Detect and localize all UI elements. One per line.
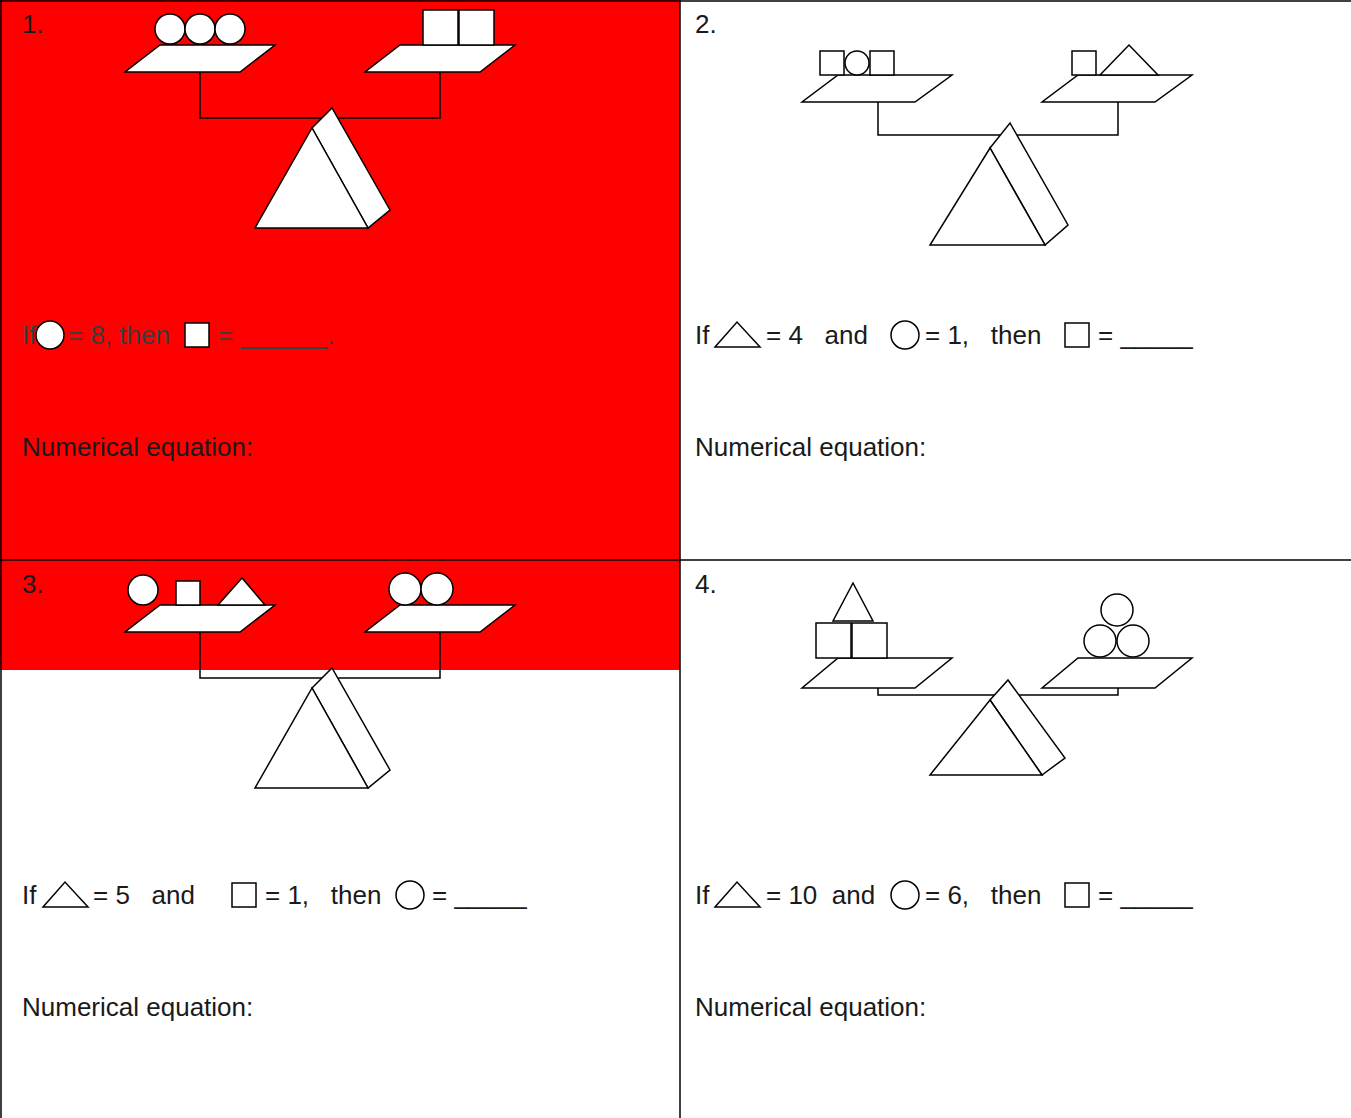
triangle-weight <box>1100 45 1158 75</box>
answer-blank: = _____ <box>1098 320 1193 350</box>
circle-weight <box>1117 625 1149 657</box>
prompt-text: = 4 and <box>766 320 868 350</box>
scale-pan <box>125 605 275 632</box>
question-number: 3. <box>22 569 44 599</box>
grid-line <box>0 559 1351 561</box>
highlight-band <box>0 0 680 670</box>
question-number: 2. <box>695 9 717 39</box>
square-symbol <box>232 883 256 907</box>
triangle-weight <box>218 578 265 605</box>
circle-symbol <box>396 881 424 909</box>
scale-pan <box>365 605 515 632</box>
square-weight <box>459 10 494 45</box>
equation-prompt: Numerical equation: <box>22 432 253 462</box>
balance-scale <box>802 583 1192 775</box>
circle-weight <box>845 51 869 75</box>
grid-line <box>679 0 681 1118</box>
equation-prompt: Numerical equation: <box>695 992 926 1022</box>
scale-pan <box>802 75 952 102</box>
balance-scale <box>125 573 515 788</box>
scale-pan <box>125 45 275 72</box>
scale-pan <box>802 658 952 688</box>
row-symbols <box>36 321 1089 909</box>
circle-symbol <box>891 881 919 909</box>
circle-weight <box>185 14 215 44</box>
balance-scale <box>125 10 515 228</box>
scale-pan <box>365 45 515 72</box>
answer-blank: = _____ <box>432 880 527 910</box>
square-symbol <box>185 323 209 347</box>
answer-blank: = _____ <box>1098 880 1193 910</box>
circle-weight <box>1084 625 1116 657</box>
balance-scale <box>802 45 1192 245</box>
prompt-text: If <box>695 880 709 910</box>
circle-weight <box>1101 594 1133 626</box>
scale-pan <box>1042 658 1192 688</box>
circle-weight <box>155 14 185 44</box>
fulcrum-front <box>930 148 1045 245</box>
scale-pan <box>1042 75 1192 102</box>
prompt-text: = 1, then <box>265 880 381 910</box>
circle-weight <box>421 573 453 605</box>
fulcrum-front <box>255 128 368 228</box>
triangle-symbol <box>715 322 760 347</box>
square-weight <box>423 10 458 45</box>
grid-line <box>0 0 2 1118</box>
triangle-weight <box>833 583 873 621</box>
square-weight <box>852 623 887 658</box>
prompt-text: If <box>22 320 36 350</box>
question-number: 4. <box>695 569 717 599</box>
circle-weight <box>215 14 245 44</box>
equation-prompt: Numerical equation: <box>695 432 926 462</box>
square-weight <box>870 51 894 75</box>
prompt-text: = 6, then <box>925 880 1041 910</box>
scale-beam <box>878 102 1118 135</box>
circle-symbol <box>36 321 64 349</box>
prompt-text: = 10 and <box>766 880 875 910</box>
square-symbol <box>1065 883 1089 907</box>
fulcrum-front <box>255 688 368 788</box>
grid-line <box>0 0 1351 2</box>
prompt-text: If <box>695 320 709 350</box>
circle-symbol <box>891 321 919 349</box>
prompt-text: = 5 and <box>93 880 195 910</box>
scale-beam <box>200 72 440 118</box>
triangle-symbol <box>715 882 760 907</box>
prompt-text: = 8, then <box>68 320 170 350</box>
square-weight <box>1072 51 1096 75</box>
equation-prompt: Numerical equation: <box>22 992 253 1022</box>
circle-weight <box>389 573 421 605</box>
circle-weight <box>128 575 158 605</box>
square-weight <box>820 51 844 75</box>
square-weight <box>176 581 200 605</box>
answer-blank: = ______. <box>218 320 334 350</box>
question-number: 1. <box>22 9 44 39</box>
prompt-text: If <box>22 880 36 910</box>
triangle-symbol <box>43 882 88 907</box>
square-weight <box>816 623 851 658</box>
scale-beam <box>200 632 440 678</box>
prompt-text: = 1, then <box>925 320 1041 350</box>
square-symbol <box>1065 323 1089 347</box>
fulcrum-front <box>930 700 1042 775</box>
